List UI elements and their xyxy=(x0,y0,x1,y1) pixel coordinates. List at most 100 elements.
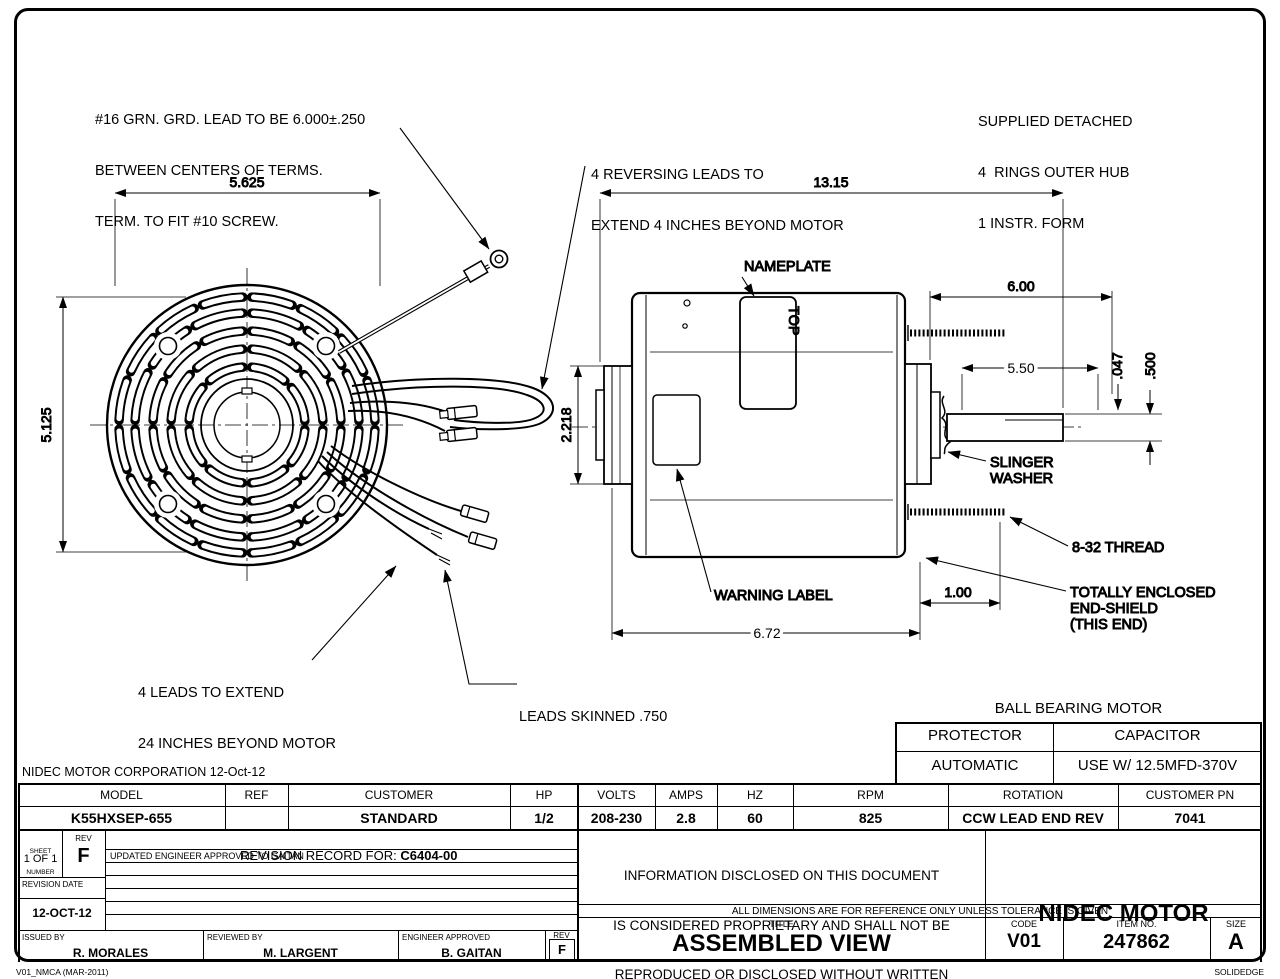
note-line: 4 REVERSING LEADS TO xyxy=(591,167,764,183)
grid-line xyxy=(62,831,63,877)
nameplate-label: NAMEPLATE xyxy=(744,259,831,275)
protector-value: AUTOMATIC xyxy=(931,757,1019,774)
spec-header: HZ xyxy=(747,788,763,802)
ball-bearing-title: BALL BEARING MOTOR xyxy=(994,700,1163,717)
note-leads-skinned: LEADS SKINNED .750 xyxy=(519,675,667,760)
grid-line xyxy=(18,783,1262,785)
grid-line xyxy=(18,806,1262,807)
dim-shaft-diameter: .500 xyxy=(1065,352,1162,465)
revision-date-value: 12-OCT-12 xyxy=(32,906,92,920)
spec-header: CUSTOMER xyxy=(364,788,434,802)
spec-value-rpm: 825 xyxy=(858,810,883,826)
end-shield-label: END-SHIELD xyxy=(1070,601,1158,617)
drawing-title: ASSEMBLED VIEW xyxy=(672,930,891,957)
spec-header: CUSTOMER PN xyxy=(1145,788,1235,802)
proprietary-note: INFORMATION DISCLOSED ON THIS DOCUMENT I… xyxy=(613,868,950,979)
size-label: SIZE xyxy=(1225,919,1246,929)
dim-label: 5.125 xyxy=(38,407,54,442)
grid-line xyxy=(105,849,578,850)
note-line: LEADS SKINNED .750 xyxy=(519,709,668,725)
spec-header: HP xyxy=(535,788,553,802)
grid-line xyxy=(1260,722,1262,783)
grid-line xyxy=(793,783,794,831)
grid-line xyxy=(545,931,546,962)
rev-label: REV xyxy=(75,834,92,843)
grid-line xyxy=(105,901,578,902)
spec-value-volts: 208-230 xyxy=(590,810,643,826)
grid-line xyxy=(398,931,399,962)
code-value: V01 xyxy=(1007,931,1041,952)
ring-terminal xyxy=(489,249,509,269)
note-supplied-detached: SUPPLIED DETACHED 4 RINGS OUTER HUB 1 IN… xyxy=(978,80,1132,267)
revision-record: REVISION RECORD FOR: C6404-00 xyxy=(239,848,458,863)
grid-line xyxy=(1063,917,1064,962)
footer-cad-system: SOLIDEDGE xyxy=(1214,967,1264,977)
revision-note: UPDATED ENGINEER APPROVED TO GAITAN xyxy=(110,851,304,861)
grid-line xyxy=(18,829,1262,831)
hub xyxy=(200,378,294,472)
sheet-number-label: SHEET NUMBER xyxy=(26,848,55,876)
dim-label: 6.00 xyxy=(1007,278,1034,294)
spec-header: MODEL xyxy=(100,788,143,802)
fan-housing-outline xyxy=(105,283,389,567)
spec-value-customer: STANDARD xyxy=(360,810,438,826)
slinger-label: SLINGER xyxy=(990,455,1054,471)
reviewed-by-value: M. LARGENT xyxy=(263,946,338,960)
grid-line xyxy=(895,722,897,783)
note-leads-extend: 4 LEADS TO EXTEND 24 INCHES BEYOND MOTOR xyxy=(138,651,336,787)
engineer-approved-label: ENGINEER APPROVED xyxy=(402,933,491,942)
spec-header: AMPS xyxy=(668,788,703,802)
grid-line xyxy=(577,783,579,831)
dim-front-height: 5.125 xyxy=(38,296,186,553)
capacitor-value: USE W/ 12.5MFD-370V xyxy=(1077,757,1238,774)
right-bearing-hub xyxy=(904,363,941,485)
dim-front-width: 5.625 xyxy=(114,174,381,286)
note-line: 1 INSTR. FORM xyxy=(978,216,1085,232)
note-ground-lead: #16 GRN. GRD. LEAD TO BE 6.000±.250 BETW… xyxy=(95,78,365,265)
mounting-holes xyxy=(154,332,340,518)
spec-header: RPM xyxy=(857,788,884,802)
note-line: 4 LEADS TO EXTEND xyxy=(138,685,285,701)
dim-label: 2.218 xyxy=(558,407,574,442)
grid-line xyxy=(18,898,106,899)
rev-box-value: F xyxy=(549,939,575,961)
grid-line xyxy=(717,783,718,831)
item-no-label: ITEM NO. xyxy=(1116,919,1157,929)
corp-date-note: NIDEC MOTOR CORPORATION 12-Oct-12 xyxy=(22,765,266,779)
spec-value-hp: 1/2 xyxy=(534,810,554,826)
sheet-border xyxy=(14,8,1266,962)
company-name: NIDEC MOTOR CORPORATION xyxy=(1038,900,1209,927)
note-leaders xyxy=(311,127,586,685)
footer-form-id: V01_NMCA (MAR-2011) xyxy=(16,967,109,977)
grid-line xyxy=(105,875,578,876)
spec-header: VOLTS xyxy=(597,788,636,802)
spec-value-model: K55HXSEP-655 xyxy=(70,810,173,826)
note-line: BETWEEN CENTERS OF TERMS. xyxy=(95,163,323,179)
note-line: EXTEND 4 INCHES BEYOND MOTOR xyxy=(591,218,844,234)
capacitor-header: CAPACITOR xyxy=(1114,727,1201,744)
motor-body xyxy=(630,291,907,559)
engineer-approved-value: B. GAITAN xyxy=(441,946,502,960)
note-line: 24 INCHES BEYOND MOTOR xyxy=(138,736,336,752)
spec-header: REF xyxy=(244,788,269,802)
spec-value-hz: 60 xyxy=(747,810,763,826)
spec-value-customer-pn: 7041 xyxy=(1174,810,1206,826)
grid-line xyxy=(1053,722,1054,783)
issued-by-value: R. MORALES xyxy=(72,946,149,960)
grid-line xyxy=(288,783,289,831)
dim-slinger-gap: .047 xyxy=(1109,352,1126,411)
spec-value-amps: 2.8 xyxy=(676,810,696,826)
dim-shaft-length: 5.50 xyxy=(961,357,1099,410)
slinger-label: WASHER xyxy=(990,471,1053,487)
grid-line xyxy=(105,831,106,931)
grid-line xyxy=(578,904,1262,905)
spec-header: ROTATION xyxy=(1002,788,1064,802)
nameplate-outline xyxy=(739,296,797,410)
dim-label: 13.15 xyxy=(813,174,848,190)
revision-date-label: REVISION DATE xyxy=(22,880,84,889)
title-label: TITLE xyxy=(769,919,794,929)
note-reversing-leads: 4 REVERSING LEADS TO EXTEND 4 INCHES BEY… xyxy=(591,133,844,269)
grid-line xyxy=(18,930,578,931)
fan-end-view: 5.625 5.125 xyxy=(38,174,555,582)
